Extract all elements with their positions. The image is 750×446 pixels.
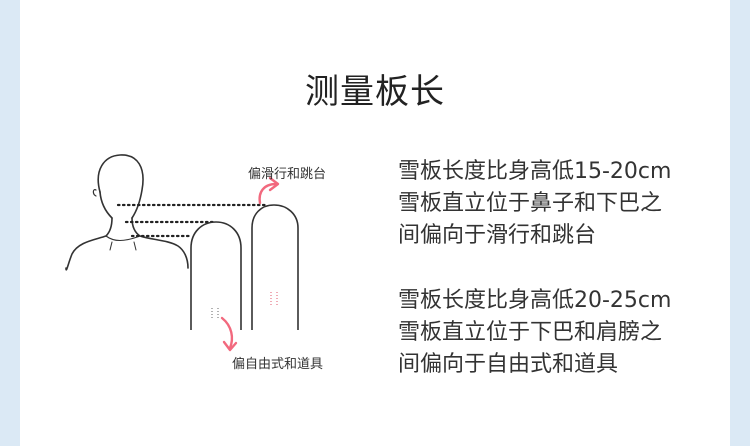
- description-block-shorter: 雪板长度比身高低20-25cm 雪板直立位于下巴和肩膀之 间偏向于自由式和道具: [398, 285, 708, 381]
- person-outline-icon: [66, 155, 188, 270]
- description-line: 雪板直立位于鼻子和下巴之: [398, 188, 708, 220]
- callout-freeride: 偏滑行和跳台: [248, 163, 326, 182]
- snowboard-short: [191, 222, 241, 330]
- description-line: 雪板长度比身高低20-25cm: [398, 285, 708, 317]
- description-block-longer: 雪板长度比身高低15-20cm 雪板直立位于鼻子和下巴之 间偏向于滑行和跳台: [398, 156, 708, 252]
- description-line: 间偏向于自由式和道具: [398, 349, 708, 381]
- description-line: 雪板长度比身高低15-20cm: [398, 156, 708, 188]
- description-line: 间偏向于滑行和跳台: [398, 220, 708, 252]
- snowboard-tall: [252, 205, 298, 330]
- description-line: 雪板直立位于下巴和肩膀之: [398, 317, 708, 349]
- page-title: 测量板长: [0, 64, 750, 113]
- callout-freestyle: 偏自由式和道具: [232, 353, 323, 372]
